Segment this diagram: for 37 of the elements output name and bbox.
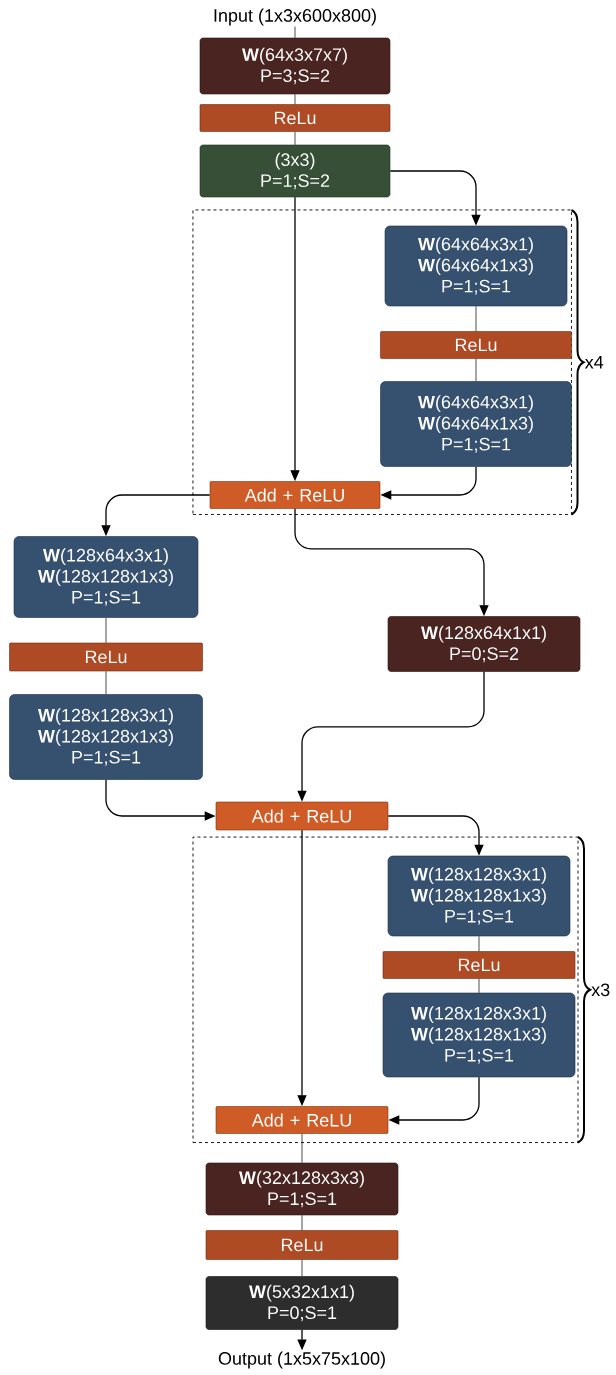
layer-box: W(64x3x7x7) P=3;S=2 — [199, 37, 391, 95]
connector-line — [105, 617, 107, 644]
connector-line — [478, 935, 480, 952]
connector-line — [475, 358, 477, 382]
layer-box: W(128x64x1x1) P=0;S=2 — [387, 616, 581, 672]
activation-bar: ReLu — [382, 951, 576, 979]
layer-box: W(128x128x3x1) W(128x128x1x3) P=1;S=1 — [387, 855, 571, 937]
layer-box: W(64x64x3x1) W(64x64x1x3) P=1;S=1 — [384, 225, 568, 307]
activation-bar: ReLu — [9, 642, 203, 672]
layer-box: W(5x32x1x1) P=0;S=1 — [205, 1276, 399, 1330]
layer-box: W(32x128x3x3) P=1;S=1 — [205, 1162, 399, 1216]
layer-box: W(128x64x3x1) W(128x128x1x3) P=1;S=1 — [13, 536, 199, 618]
activation-bar: ReLu — [205, 1230, 399, 1260]
layer-box: W(128x128x3x1) W(128x128x1x3) P=1;S=1 — [9, 694, 203, 780]
connector-line — [294, 26, 296, 39]
connector-line — [294, 93, 296, 105]
connector-line — [294, 131, 296, 146]
activation-bar: ReLu — [380, 331, 572, 359]
connector-line — [301, 1133, 303, 1164]
dashed-frame — [192, 836, 579, 1143]
dashed-frame — [192, 209, 572, 515]
connector-line — [105, 670, 107, 695]
connector-line — [301, 1259, 303, 1277]
pooling-box: (3x3) P=1;S=2 — [199, 144, 391, 198]
connector-line — [475, 305, 477, 332]
connector-line — [301, 1214, 303, 1231]
layer-label: Input (1x3x600x800) — [214, 8, 376, 26]
connector-line — [478, 978, 480, 994]
add-box: Add + ReLU — [209, 481, 381, 509]
activation-bar: ReLu — [199, 104, 391, 132]
add-box: Add + ReLU — [215, 1106, 389, 1134]
layer-box: W(64x64x3x1) W(64x64x1x3) P=1;S=1 — [380, 381, 572, 467]
layer-label: Output (1x5x75x100) — [218, 1351, 385, 1369]
add-box: Add + ReLU — [215, 801, 389, 831]
repeat-count: x3 — [591, 983, 610, 997]
layer-box: W(128x128x3x1) W(128x128x1x3) P=1;S=1 — [382, 992, 576, 1078]
repeat-count: x4 — [584, 356, 604, 369]
